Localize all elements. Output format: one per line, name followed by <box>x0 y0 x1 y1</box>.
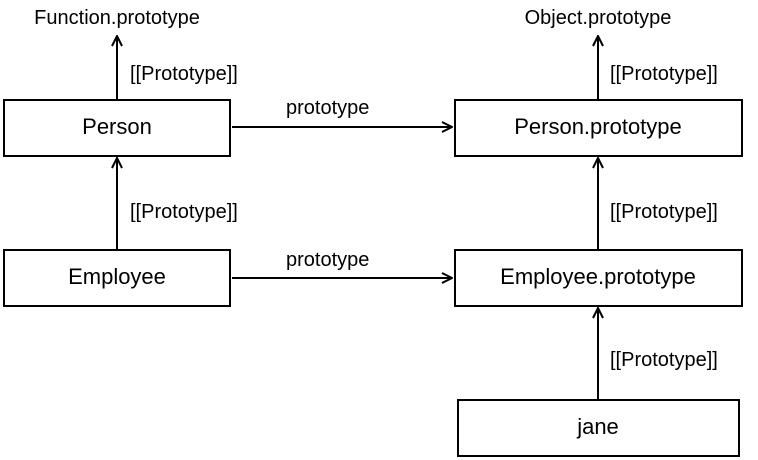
person-prototype-object-edge-label: [[Prototype]] <box>610 63 718 85</box>
employee-prototype-node: Employee.prototype <box>454 249 743 307</box>
jane-employee-prototype-edge-label: [[Prototype]] <box>610 349 718 371</box>
jane-node: jane <box>457 399 740 457</box>
employee-prototype-link-label: prototype <box>286 249 369 271</box>
jane-node-label: jane <box>576 414 619 439</box>
employee-person-edge-label: [[Prototype]] <box>130 201 238 223</box>
employee-node: Employee <box>3 249 231 307</box>
person-prototype-edge-label: [[Prototype]] <box>130 63 238 85</box>
person-node-label: Person <box>82 114 152 139</box>
person-prototype-node-label: Person.prototype <box>514 114 682 139</box>
person-prototype-node: Person.prototype <box>454 99 743 157</box>
employee-prototype-person-prototype-edge-label: [[Prototype]] <box>610 201 718 223</box>
employee-node-label: Employee <box>68 264 166 289</box>
person-node: Person <box>3 99 231 157</box>
function-prototype-label: Function.prototype <box>34 7 200 29</box>
employee-prototype-node-label: Employee.prototype <box>500 264 696 289</box>
person-prototype-link-label: prototype <box>286 97 369 119</box>
object-prototype-label: Object.prototype <box>525 7 672 29</box>
